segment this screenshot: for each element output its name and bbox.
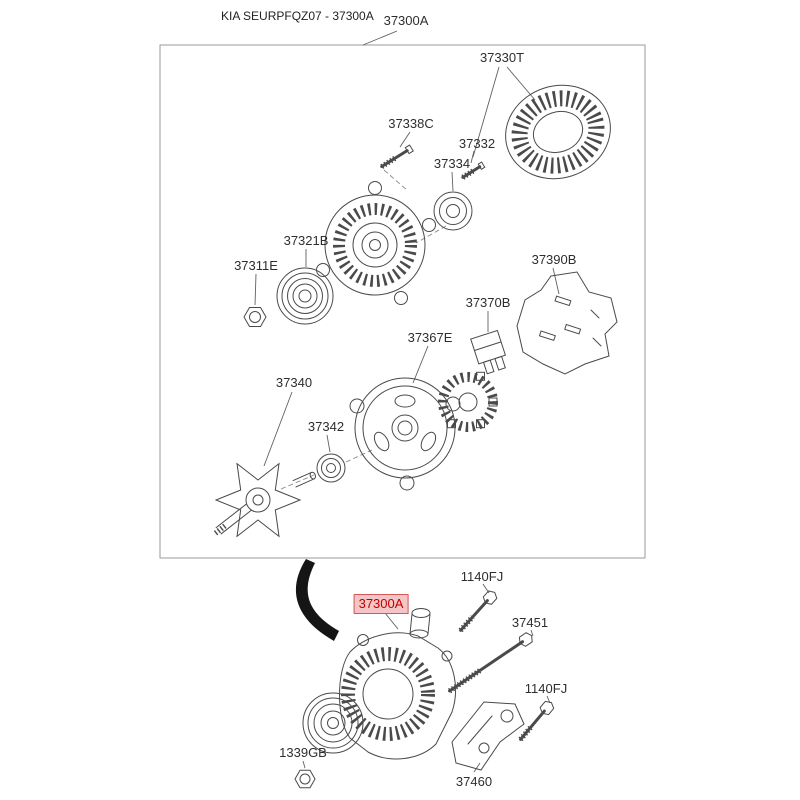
bolt-1140fj-lower-drawing [518, 700, 555, 742]
part-label-37370b[interactable]: 37370B [465, 295, 511, 310]
assembly-axis-lines [280, 169, 447, 490]
part-label-37451[interactable]: 37451 [511, 615, 549, 630]
stator-drawing [505, 84, 611, 180]
alternator-assembly-drawing [302, 608, 456, 760]
part-label-37367e[interactable]: 37367E [407, 330, 453, 345]
part-label-37332[interactable]: 37332 [458, 136, 496, 151]
part-label-37338c[interactable]: 37338C [388, 116, 434, 131]
bracket-drawing [451, 701, 525, 771]
diagram-frame [159, 44, 646, 559]
part-label-37334[interactable]: 37334 [433, 156, 471, 171]
bolt-37338c-drawing [380, 144, 414, 169]
part-label-37390b[interactable]: 37390B [531, 252, 577, 267]
exploded-view-arrow [295, 559, 339, 641]
catalog-title: KIA SEURPFQZ07 - 37300A [221, 9, 374, 23]
regulator-drawing [470, 329, 507, 375]
part-label-37340[interactable]: 37340 [275, 375, 313, 390]
bearing-37342-drawing [316, 453, 346, 483]
part-label-37330t[interactable]: 37330T [479, 50, 525, 65]
rectifier-drawing [438, 371, 498, 432]
bolt-37332-drawing [461, 161, 486, 180]
nut-37311e-drawing [243, 307, 267, 327]
rotor-drawing [212, 462, 317, 538]
part-label-37311e[interactable]: 37311E [234, 258, 278, 273]
part-label-37300a-selected[interactable]: 37300A [353, 594, 409, 614]
bearing-37334-drawing [433, 191, 473, 231]
nut-1339gb-drawing [294, 769, 316, 789]
rear-housing-drawing [349, 377, 461, 491]
pulley-drawing [276, 267, 334, 325]
part-label-37460[interactable]: 37460 [455, 774, 493, 789]
bolt-37451-drawing [448, 632, 533, 694]
part-label-37342[interactable]: 37342 [307, 419, 345, 434]
front-housing-drawing [316, 181, 436, 305]
part-label-1140fj-lower[interactable]: 1140FJ [524, 681, 568, 696]
rear-cover-drawing [516, 271, 618, 375]
part-label-1140fj-upper[interactable]: 1140FJ [460, 569, 504, 584]
part-label-1339gb[interactable]: 1339GB [279, 745, 327, 760]
leader-lines [254, 30, 560, 773]
part-label-37321b[interactable]: 37321B [283, 233, 329, 248]
assembly-label[interactable]: 37300A [383, 13, 429, 28]
bolt-1140fj-upper-drawing [458, 590, 498, 633]
